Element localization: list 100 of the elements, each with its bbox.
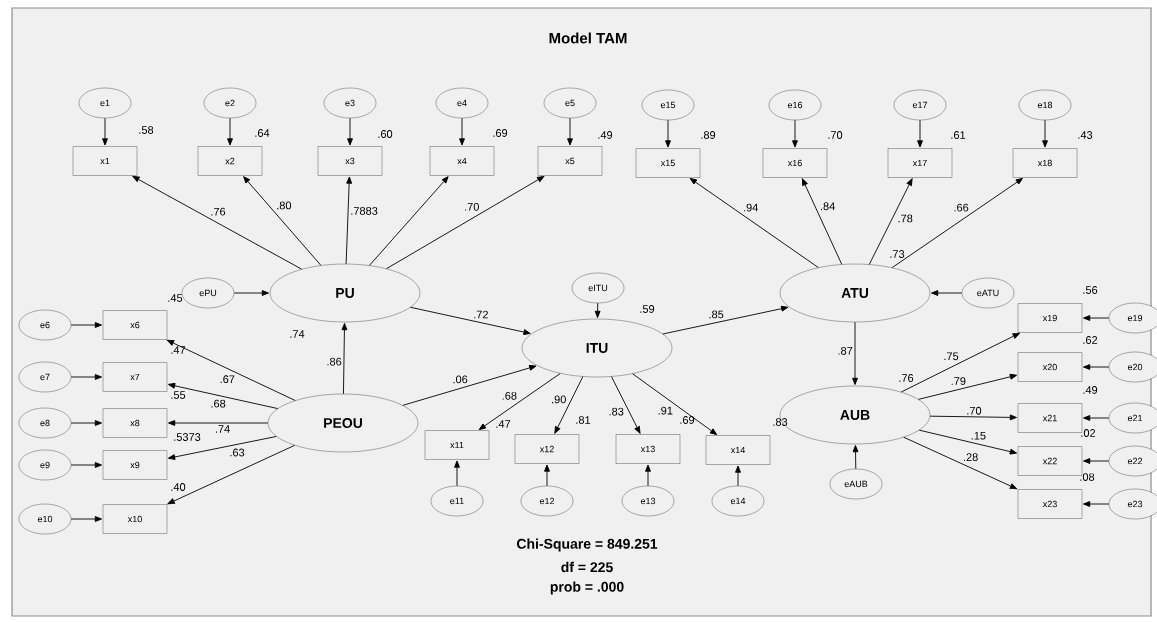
arrow (233, 290, 269, 296)
value-label: .89 (701, 131, 716, 139)
arrow (478, 373, 561, 431)
value-label: .49 (1083, 386, 1098, 394)
edge-label: .91 (658, 406, 673, 415)
indicator-box: x14 (705, 435, 771, 465)
indicator-box: x16 (762, 148, 828, 178)
indicator-box: x17 (887, 148, 953, 178)
arrow (347, 117, 353, 146)
arrow (931, 290, 963, 296)
edge-label: .28 (964, 453, 978, 462)
arrow (70, 374, 102, 380)
node-label: e20 (1127, 363, 1143, 371)
arrow (70, 420, 102, 426)
value-label: .76 (899, 374, 914, 382)
value-label: .47 (496, 420, 511, 428)
value-label: .62 (1083, 336, 1098, 344)
fit-statistic: prob = .000 (550, 581, 624, 595)
value-label: .58 (139, 126, 154, 134)
node-label: e21 (1127, 414, 1143, 422)
edge-label: .15 (971, 431, 986, 440)
value-label: .60 (378, 130, 393, 138)
edge-label: .78 (898, 214, 913, 223)
value-label: .59 (640, 305, 655, 313)
arrow (168, 436, 277, 460)
edge-label: .68 (211, 399, 226, 408)
arrow (454, 460, 460, 487)
arrow (891, 178, 1023, 269)
arrow (903, 436, 1018, 490)
indicator-box: x13 (615, 434, 681, 464)
edge-label: .06 (453, 375, 468, 384)
arrow (1083, 364, 1110, 370)
arrow (459, 117, 465, 146)
indicator-box: x6 (102, 310, 168, 340)
edge-label: .79 (951, 377, 966, 385)
arrow (1042, 119, 1048, 148)
fit-statistic: Chi-Square = 849.251 (516, 538, 658, 552)
arrow (645, 464, 651, 487)
arrow (852, 445, 859, 470)
edge-label: .74 (215, 425, 230, 433)
value-label: .49 (598, 131, 613, 139)
node-label: e23 (1127, 500, 1143, 508)
arrow (402, 365, 537, 406)
edge-label: .87 (838, 346, 853, 355)
indicator-box: x3 (317, 146, 383, 176)
arrow (243, 176, 322, 266)
edge-label: .75 (944, 352, 959, 361)
arrow (554, 376, 584, 434)
arrow (369, 176, 449, 266)
arrow (852, 321, 858, 385)
indicator-box: x9 (102, 450, 168, 480)
indicator-box: x8 (102, 408, 168, 438)
arrow (168, 382, 279, 409)
indicator-box: x21 (1017, 403, 1083, 433)
arrow (166, 339, 296, 401)
arrow (1083, 415, 1110, 421)
indicator-box: x15 (635, 148, 701, 178)
edge-label: .80 (277, 201, 292, 210)
edge-label: .63 (230, 448, 245, 457)
value-label: .56 (1083, 286, 1098, 294)
arrow (665, 119, 671, 148)
arrow (102, 117, 108, 146)
arrow (70, 462, 102, 468)
arrow (345, 176, 353, 265)
node-label: e19 (1127, 314, 1143, 322)
value-label: .83 (773, 418, 788, 426)
title: Model TAM (549, 32, 627, 44)
value-label: .45 (168, 294, 183, 302)
arrow (735, 465, 741, 487)
edge-label: .72 (474, 310, 488, 319)
value-label: .69 (493, 129, 508, 137)
value-label: .74 (290, 330, 305, 338)
arrow (70, 516, 102, 522)
arrow (410, 306, 531, 335)
arrow (168, 420, 269, 426)
arrow (689, 178, 819, 268)
value-label: .69 (680, 416, 695, 424)
value-label: .73 (890, 250, 905, 258)
value-label: .43 (1078, 131, 1093, 139)
arrow (167, 444, 296, 505)
indicator-box: x12 (514, 434, 580, 464)
edge-label: .90 (552, 395, 566, 404)
value-label: .02 (1081, 429, 1096, 437)
edge-label: .68 (502, 391, 517, 400)
arrow (792, 119, 798, 148)
edge-label: .67 (220, 375, 235, 384)
arrow (801, 178, 843, 265)
value-label: .70 (828, 131, 843, 139)
value-label: .81 (576, 416, 591, 424)
arrow (1083, 458, 1110, 464)
value-label: .64 (255, 129, 270, 137)
indicator-box: x7 (102, 362, 168, 392)
edge-label: .84 (821, 202, 835, 211)
edge-label: .7883 (351, 207, 378, 215)
arrow (567, 117, 573, 146)
value-label: .55 (171, 391, 186, 399)
edge-label: .85 (709, 310, 724, 319)
value-label: .40 (171, 483, 186, 491)
node-label: e22 (1127, 457, 1143, 465)
indicator-box: x19 (1017, 303, 1083, 333)
